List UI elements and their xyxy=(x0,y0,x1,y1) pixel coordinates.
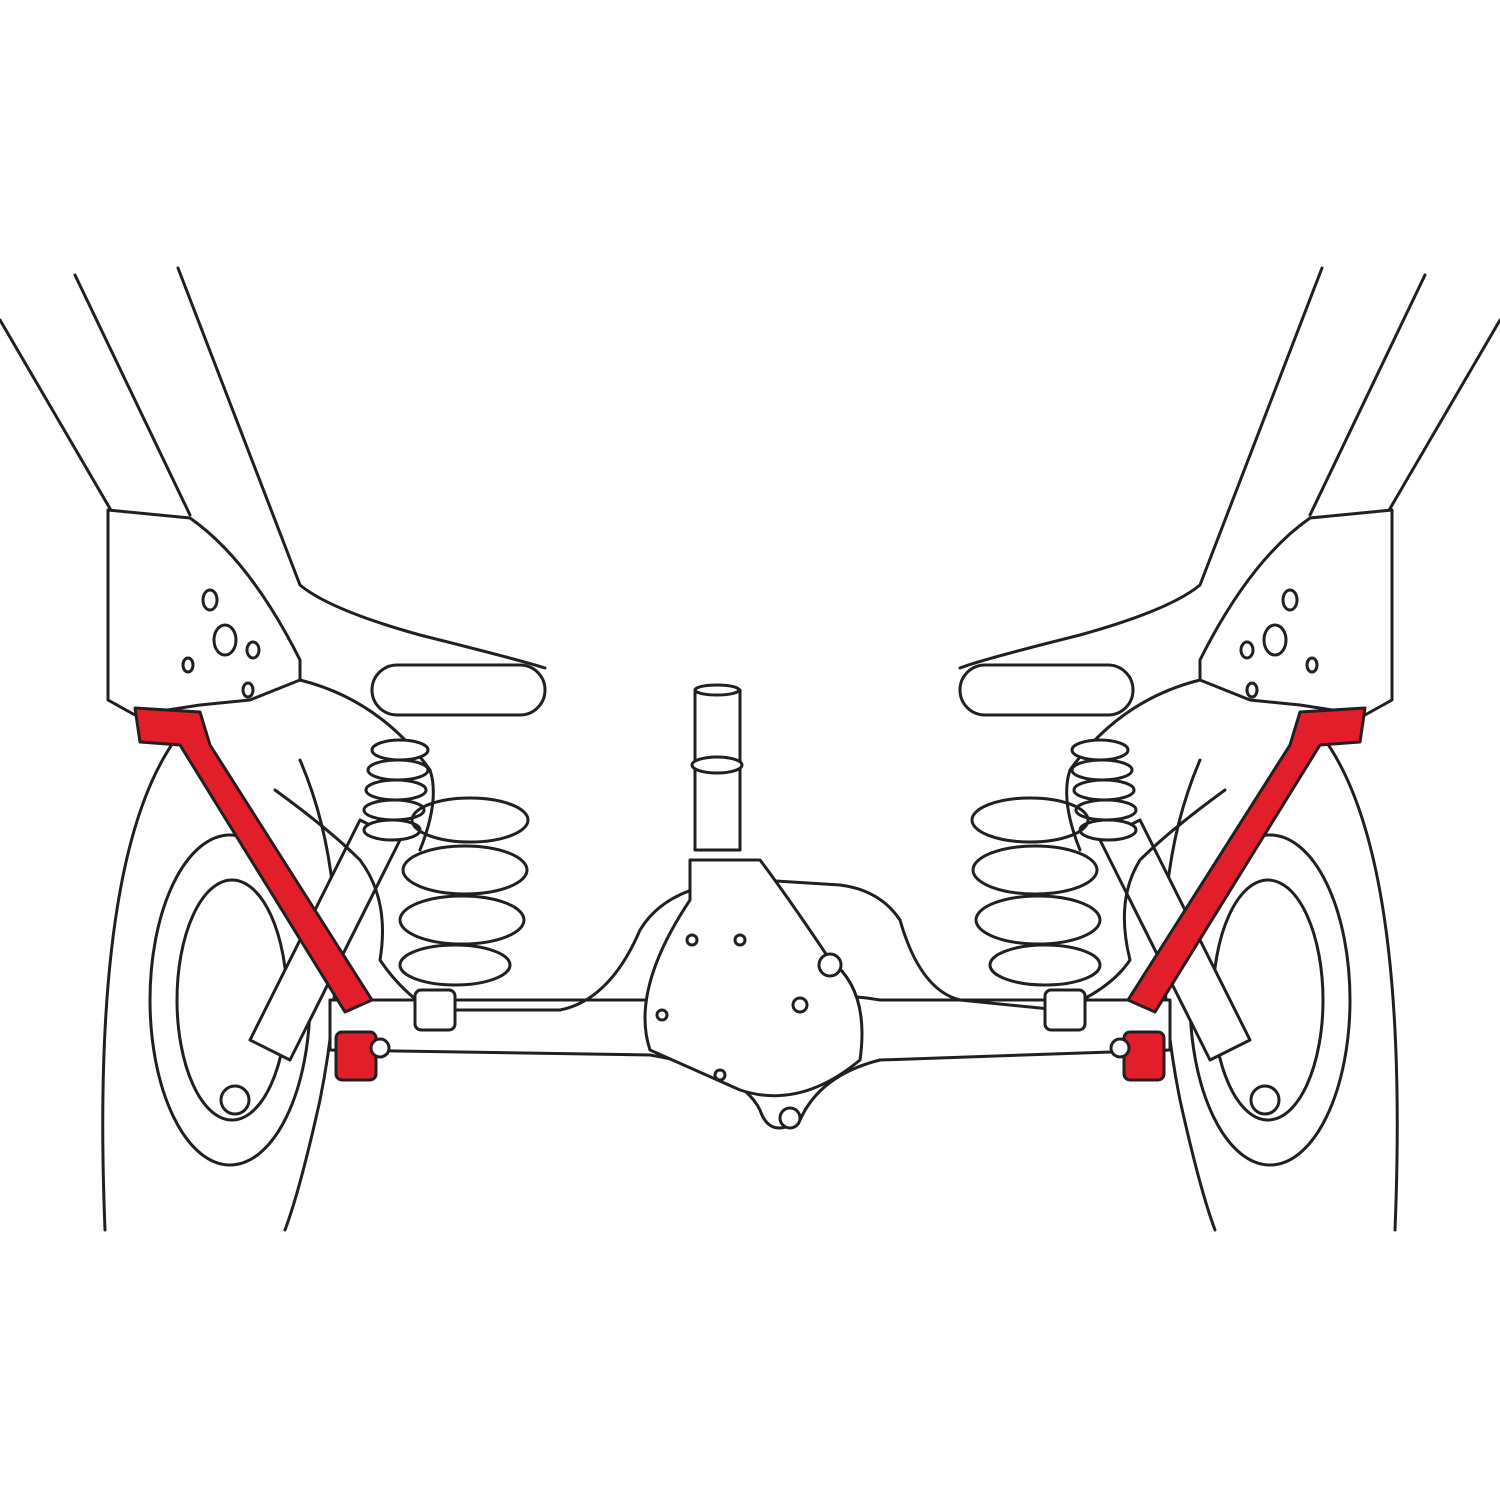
left-shock-bellows xyxy=(362,738,430,842)
differential-bolts xyxy=(655,933,843,1130)
driveshaft xyxy=(690,683,744,852)
left-frame-bracket xyxy=(106,508,302,717)
left-coil-spring xyxy=(398,796,530,987)
right-coil-spring xyxy=(970,796,1102,987)
right-shock-bellows xyxy=(1070,738,1138,842)
right-frame-lines xyxy=(958,266,1500,852)
left-lower-control-arm xyxy=(133,706,391,1082)
left-exhaust-tube xyxy=(370,663,547,717)
right-lower-control-arm xyxy=(1109,706,1367,1082)
right-frame-bracket xyxy=(1198,508,1394,717)
right-bracket-holes xyxy=(1239,588,1319,699)
left-side-assembly xyxy=(0,266,547,1232)
left-bracket-holes xyxy=(181,588,261,699)
left-frame-lines xyxy=(0,266,547,852)
sway-bar-bushings xyxy=(413,988,1087,1032)
right-exhaust-tube xyxy=(958,663,1135,717)
differential xyxy=(643,858,864,1098)
right-side-assembly xyxy=(958,266,1500,1232)
